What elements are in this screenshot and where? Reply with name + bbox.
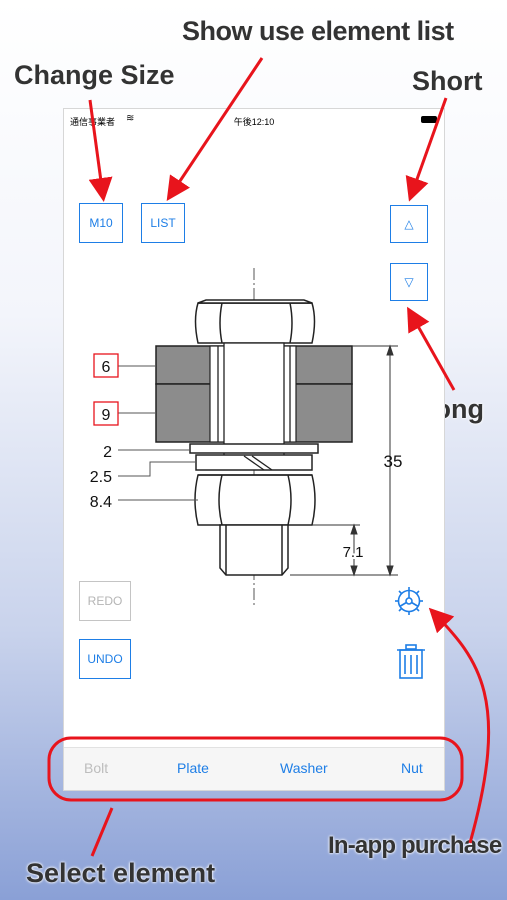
tab-bolt[interactable]: Bolt	[84, 760, 109, 776]
washer	[189, 443, 319, 454]
annotation-arrows	[47, 57, 491, 857]
plate2-thickness-label: 9	[102, 407, 111, 424]
plate1-thickness-label: 6	[102, 359, 111, 376]
undo-button[interactable]: UNDO	[79, 639, 131, 679]
bolt-thread-end	[219, 524, 289, 576]
dimension-total-length	[290, 344, 398, 577]
lengthen-button[interactable]: ▽	[390, 263, 428, 301]
annotation-select-element: Select element	[26, 858, 216, 888]
protrusion-label: 7.1	[343, 544, 364, 561]
delete-button[interactable]	[394, 643, 428, 681]
gear-icon	[395, 587, 423, 615]
list-button[interactable]: LIST	[141, 203, 185, 243]
trash-icon	[397, 644, 425, 679]
tab-plate[interactable]: Plate	[177, 760, 209, 776]
tab-nut[interactable]: Nut	[401, 760, 423, 776]
annotation-show-list: Show use element list	[182, 16, 454, 46]
leader-lines	[118, 365, 198, 501]
total-length-label: 35	[384, 452, 403, 471]
bolt-shank	[217, 342, 291, 464]
redo-button[interactable]: REDO	[79, 581, 131, 621]
gap-dim-label: 2.5	[90, 469, 112, 486]
shorten-button[interactable]: △	[390, 205, 428, 243]
plate1-thickness-box[interactable]	[93, 353, 119, 378]
settings-button[interactable]	[393, 585, 425, 617]
nut	[194, 474, 316, 526]
tab-washer[interactable]: Washer	[280, 760, 328, 776]
element-tab-bar: Bolt Plate Washer Nut	[64, 747, 444, 790]
status-time: 午後12:10	[233, 117, 275, 127]
annotation-short: Short	[412, 66, 483, 96]
plate2-thickness-box[interactable]	[93, 401, 119, 426]
triangle-down-icon: ▽	[404, 275, 414, 289]
battery-icon	[421, 116, 437, 123]
size-button[interactable]: M10	[79, 203, 123, 243]
bolt-head	[194, 299, 316, 344]
nut-dim-label: 8.4	[90, 494, 112, 511]
triangle-up-icon: △	[404, 217, 414, 231]
annotation-change-size: Change Size	[14, 60, 175, 90]
wifi-icon: ≋	[126, 113, 135, 124]
washer-dim-label: 2	[103, 444, 112, 461]
dimension-protrusion	[312, 523, 360, 577]
